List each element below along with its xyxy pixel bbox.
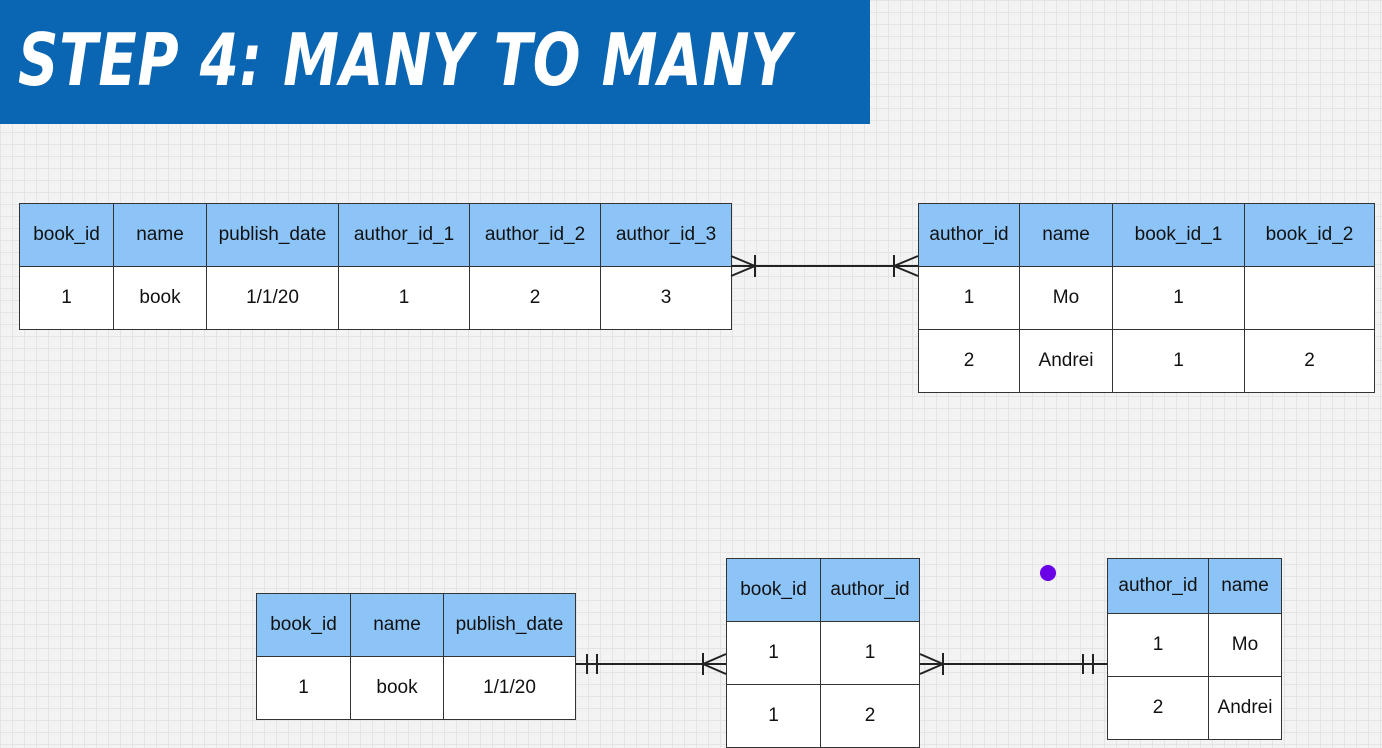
bottom-books-table: book_id name publish_date 1 book 1/1/20: [256, 593, 576, 720]
header-cell: author_id_3: [600, 203, 732, 267]
table-cell: 1: [726, 621, 821, 685]
table-cell: 1: [338, 266, 470, 330]
header-cell: name: [350, 593, 444, 657]
header-cell: name: [1019, 203, 1113, 267]
table-row: 2 Andrei 1 2: [918, 329, 1375, 393]
header-cell: book_id_2: [1244, 203, 1375, 267]
table-cell: Mo: [1019, 266, 1113, 330]
table-row: 1 Mo: [1107, 613, 1282, 677]
table-cell: 1: [1112, 329, 1245, 393]
table-cell: 3: [600, 266, 732, 330]
top-many-to-many-connector: [730, 255, 919, 277]
table-cell: [1244, 266, 1375, 330]
table-cell: Andrei: [1208, 676, 1282, 740]
top-books-table: book_id name publish_date author_id_1 au…: [19, 203, 732, 330]
header-cell: name: [113, 203, 207, 267]
table-cell: 1: [19, 266, 114, 330]
header-cell: publish_date: [443, 593, 576, 657]
table-cell: 1: [918, 266, 1020, 330]
table-row: 1 2: [726, 684, 920, 748]
junction-to-authors-connector: [919, 653, 1107, 675]
table-cell: 2: [918, 329, 1020, 393]
table-cell: 2: [1107, 676, 1209, 740]
books-to-junction-connector: [576, 653, 727, 675]
header-cell: author_id: [1107, 558, 1209, 614]
header-cell: book_id: [19, 203, 114, 267]
header-cell: book_id: [256, 593, 351, 657]
header-cell: book_id: [726, 558, 821, 622]
table-cell: 1/1/20: [443, 656, 576, 720]
top-authors-table: author_id name book_id_1 book_id_2 1 Mo …: [918, 203, 1375, 393]
junction-table: book_id author_id 1 1 1 2: [726, 558, 920, 748]
header-cell: author_id_1: [338, 203, 470, 267]
title-banner: STEP 4: MANY TO MANY: [0, 0, 870, 124]
header-cell: book_id_1: [1112, 203, 1245, 267]
table-row: 1 1: [726, 621, 920, 685]
table-row: 2 Andrei: [1107, 676, 1282, 740]
table-cell: 1: [1107, 613, 1209, 677]
table-cell: 2: [820, 684, 920, 748]
table-row: 1 book 1/1/20 1 2 3: [19, 266, 732, 330]
table-cell: 1: [820, 621, 920, 685]
table-row: 1 book 1/1/20: [256, 656, 576, 720]
table-cell: 1: [1112, 266, 1245, 330]
header-cell: author_id: [918, 203, 1020, 267]
header-cell: author_id: [820, 558, 920, 622]
table-cell: book: [113, 266, 207, 330]
table-cell: Andrei: [1019, 329, 1113, 393]
table-cell: 2: [1244, 329, 1375, 393]
table-cell: 1/1/20: [206, 266, 339, 330]
header-cell: name: [1208, 558, 1282, 614]
table-cell: book: [350, 656, 444, 720]
table-cell: Mo: [1208, 613, 1282, 677]
table-cell: 1: [726, 684, 821, 748]
header-cell: publish_date: [206, 203, 339, 267]
page-title: STEP 4: MANY TO MANY: [18, 18, 792, 102]
cursor-dot: [1040, 565, 1056, 581]
table-cell: 2: [469, 266, 601, 330]
table-cell: 1: [256, 656, 351, 720]
table-row: 1 Mo 1: [918, 266, 1375, 330]
header-cell: author_id_2: [469, 203, 601, 267]
bottom-authors-table: author_id name 1 Mo 2 Andrei: [1107, 558, 1282, 740]
